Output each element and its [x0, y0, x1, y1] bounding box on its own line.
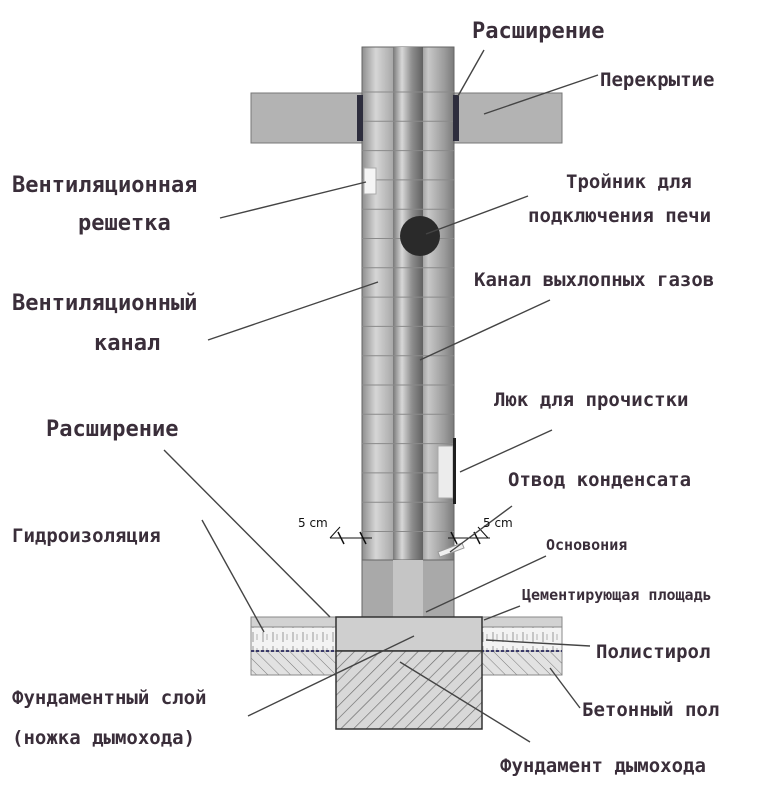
leader-lines — [163, 49, 599, 743]
cement-layer-left — [250, 616, 337, 628]
polystyrene-left — [250, 626, 337, 652]
foundation-pad — [335, 616, 483, 652]
label-waterproofing: Гидроизоляция — [12, 525, 161, 547]
label-exhaust-channel: Канал выхлопных газов — [474, 269, 714, 291]
label-concrete-floor: Бетонный пол — [582, 699, 719, 721]
label-chimney-foundation: Фундамент дымохода — [500, 755, 706, 777]
concrete-floor-right — [481, 650, 563, 676]
tee-connection — [400, 216, 440, 256]
gap-dimension-left — [329, 526, 372, 545]
label-foundation-layer-line2: (ножка дымохода) — [12, 727, 195, 749]
label-vent-grille-line1: Вентиляционная — [12, 173, 197, 198]
cleanout-hatch — [437, 445, 454, 499]
label-tee-line2: подключения печи — [528, 205, 711, 227]
cement-layer-right — [481, 616, 563, 628]
label-gap-left: 5 cm — [298, 516, 328, 530]
label-expansion-bottom: Расширение — [46, 417, 178, 442]
label-cleanout: Люк для прочистки — [494, 389, 688, 411]
exhaust-flue — [393, 47, 423, 617]
label-polystyrene: Полистирол — [596, 641, 710, 663]
ceiling-expansion-right — [453, 95, 459, 141]
chimney-foundation-block — [335, 650, 483, 730]
label-ceiling: Перекрытие — [600, 69, 714, 91]
label-expansion-top: Расширение — [472, 19, 604, 44]
label-gap-right: 5 cm — [483, 516, 513, 530]
label-vent-channel-line1: Вентиляционный — [12, 291, 197, 316]
vent-grille — [363, 167, 377, 195]
label-tee-line1: Тройник для — [566, 171, 692, 193]
concrete-floor-left — [250, 650, 337, 676]
label-vent-channel-line2: канал — [94, 331, 160, 356]
label-condensate: Отвод конденсата — [508, 469, 691, 491]
label-cement-pad: Цементирующая площадь — [522, 586, 712, 604]
label-foundation-layer-line1: Фундаментный слой — [12, 687, 206, 709]
label-base: Основония — [546, 536, 627, 554]
ceiling-expansion-left — [357, 95, 363, 141]
base-inner — [393, 560, 423, 618]
cleanout-door — [453, 438, 456, 504]
polystyrene-right — [481, 626, 563, 652]
label-vent-grille-line2: решетка — [78, 211, 171, 236]
